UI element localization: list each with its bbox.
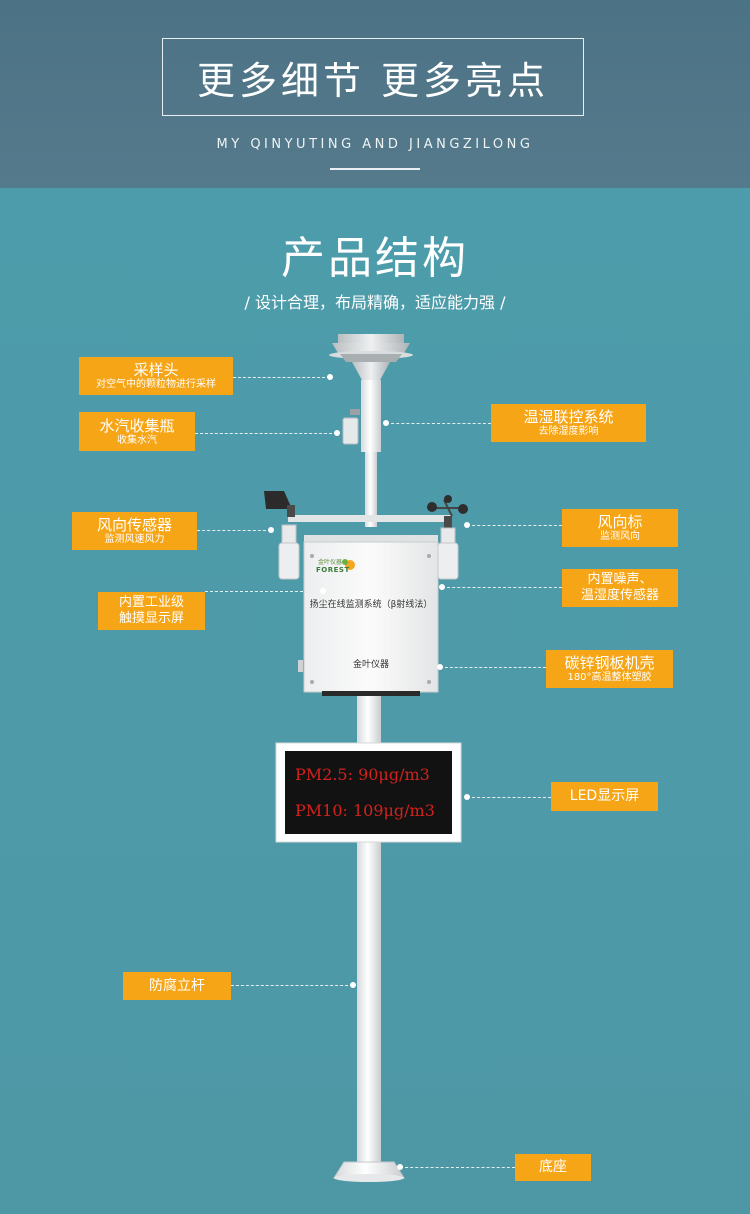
label-humidity-control-desc: 去除湿度影响 xyxy=(538,426,599,437)
label-wind-direction-sensor-desc: 监测风速风力 xyxy=(104,534,165,545)
connector-touch-screen xyxy=(205,591,323,592)
cabinet-title: 扬尘在线监测系统（β射线法） xyxy=(309,600,433,610)
label-noise-sensor-line1: 内置噪声、 xyxy=(587,572,653,588)
label-noise-sensor: 内置噪声、 温湿度传感器 xyxy=(562,569,678,607)
connector-steel-case xyxy=(440,667,546,668)
label-water-bottle-title: 水汽收集瓶 xyxy=(99,416,175,435)
label-steel-case-desc: 180°高温整体塑胶 xyxy=(567,672,652,683)
label-sampling-head: 采样头 对空气中的颗粒物进行采样 xyxy=(79,357,233,395)
label-base: 底座 xyxy=(515,1154,591,1181)
connector-wind-vane xyxy=(467,525,562,526)
label-base-title: 底座 xyxy=(539,1159,567,1176)
label-humidity-control: 温湿联控系统 去除湿度影响 xyxy=(491,404,646,442)
header-title: 更多细节 更多亮点 xyxy=(162,38,584,116)
crossbar xyxy=(288,515,452,522)
connector-dot xyxy=(320,588,326,594)
label-touch-screen-line2: 触摸显示屏 xyxy=(118,611,184,626)
connector-wind-direction-sensor xyxy=(197,530,271,531)
connector-base xyxy=(400,1167,515,1168)
label-wind-vane: 风向标 监测风向 xyxy=(562,509,678,547)
connector-dot xyxy=(334,430,340,436)
led-screen-graphic xyxy=(275,742,462,843)
connector-dot xyxy=(268,527,274,533)
label-noise-sensor-line2: 温湿度传感器 xyxy=(580,588,659,603)
label-steel-case: 碳锌钢板机壳 180°高温整体塑胶 xyxy=(546,650,673,688)
connector-dot xyxy=(439,584,445,590)
connector-dot xyxy=(350,982,356,988)
label-wind-direction-sensor: 风向传感器 监测风速风力 xyxy=(72,512,197,550)
connector-dot xyxy=(397,1164,403,1170)
sampling-head xyxy=(329,334,413,527)
label-wind-vane-desc: 监测风向 xyxy=(600,531,640,542)
connector-dot xyxy=(464,794,470,800)
connector-water-bottle xyxy=(195,433,337,434)
wind-vane-graphic xyxy=(264,491,300,580)
label-led-screen-title: LED显示屏 xyxy=(569,788,640,805)
connector-dot xyxy=(437,664,443,670)
label-sampling-head-desc: 对空气中的颗粒物进行采样 xyxy=(96,379,216,390)
header-banner: 更多细节 更多亮点 MY QINYUTING AND JIANGZILONG xyxy=(0,0,750,188)
section-title: 产品结构 xyxy=(281,233,469,284)
water-bottle-graphic xyxy=(342,409,360,445)
led-line-pm25: PM2.5: 90μg/m3 xyxy=(295,765,430,784)
label-wind-vane-title: 风向标 xyxy=(597,513,643,531)
label-touch-screen: 内置工业级 触摸显示屏 xyxy=(98,592,205,630)
connector-dot xyxy=(327,374,333,380)
cabinet xyxy=(298,535,439,696)
connector-dot xyxy=(383,420,389,426)
cabinet-brand-logo: FOREST xyxy=(316,566,350,574)
label-wind-direction-sensor-title: 风向传感器 xyxy=(96,516,172,534)
connector-led-screen xyxy=(467,797,551,798)
connector-humidity-control xyxy=(386,423,491,424)
label-humidity-control-title: 温湿联控系统 xyxy=(523,408,614,426)
cabinet-label: 金叶仪器 xyxy=(352,660,389,670)
connector-noise-sensor xyxy=(442,587,562,588)
connector-pole xyxy=(231,985,353,986)
header-subtitle: MY QINYUTING AND JIANGZILONG xyxy=(216,137,534,152)
label-touch-screen-line1: 内置工业级 xyxy=(118,595,184,611)
section-subtitle: / 设计合理，布局精确，适应能力强 / xyxy=(244,293,506,312)
led-line-pm10: PM10: 109μg/m3 xyxy=(295,801,435,820)
label-pole: 防腐立杆 xyxy=(123,972,231,1000)
header-divider xyxy=(330,168,420,170)
connector-sampling-head xyxy=(233,377,330,378)
cabinet-brand-small: 金叶仪器 xyxy=(318,559,343,566)
label-sampling-head-title: 采样头 xyxy=(133,361,179,379)
label-water-bottle: 水汽收集瓶 收集水汽 xyxy=(79,412,195,451)
label-pole-title: 防腐立杆 xyxy=(149,977,205,994)
connector-dot xyxy=(464,522,470,528)
label-water-bottle-desc: 收集水汽 xyxy=(117,434,157,446)
label-led-screen: LED显示屏 xyxy=(551,782,658,811)
label-steel-case-title: 碳锌钢板机壳 xyxy=(564,654,655,672)
